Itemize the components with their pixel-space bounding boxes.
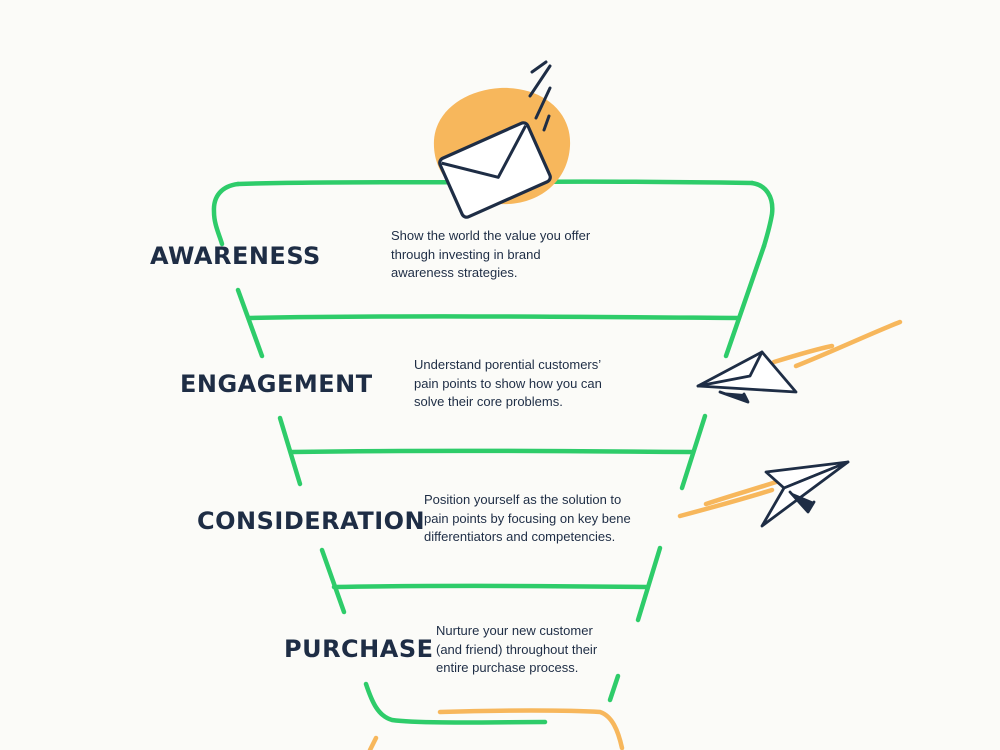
funnel-top-right-corner bbox=[749, 180, 775, 249]
description-line: through investing in brand bbox=[391, 246, 541, 262]
bottom-accent-strokes bbox=[367, 708, 625, 750]
divider-2 bbox=[289, 448, 695, 455]
funnel-left-wall-4 bbox=[363, 681, 548, 725]
stage-description-purchase: Nurture your new customer (and friend) t… bbox=[436, 622, 597, 678]
stage-title-awareness: AWARENESS bbox=[150, 242, 321, 270]
description-line: pain points to show how you can bbox=[414, 375, 602, 391]
description-line: solve their core problems. bbox=[414, 394, 563, 409]
funnel-left-wall-1 bbox=[235, 287, 265, 359]
divider-3 bbox=[331, 583, 649, 590]
description-line: Show the world the value you offer bbox=[391, 228, 591, 243]
description-line: differentiators and competencies. bbox=[424, 529, 616, 544]
paper-plane-icon bbox=[677, 460, 850, 528]
funnel-right-wall-1 bbox=[723, 243, 767, 359]
stage-title-engagement: ENGAGEMENT bbox=[180, 370, 373, 398]
description-line: awareness strategies. bbox=[391, 265, 518, 280]
envelope-icon bbox=[433, 60, 571, 219]
funnel-top-left-corner bbox=[211, 181, 241, 247]
description-line: entire purchase process. bbox=[436, 660, 579, 675]
description-line: Position yourself as the solution to bbox=[424, 492, 622, 507]
funnel-right-wall-3 bbox=[635, 545, 663, 623]
stage-title-consideration: CONSIDERATION bbox=[197, 507, 426, 535]
description-line: pain points by focusing on key bene bbox=[424, 510, 631, 526]
stage-description-awareness: Show the world the value you offer throu… bbox=[391, 227, 590, 283]
description-line: Nurture your new customer bbox=[436, 623, 593, 638]
paper-plane-icon bbox=[696, 319, 903, 404]
stage-description-engagement: Understand porential customers’ pain poi… bbox=[414, 356, 602, 412]
stage-description-consideration: Position yourself as the solution to pai… bbox=[424, 491, 631, 547]
funnel-right-wall-4 bbox=[607, 673, 621, 703]
description-line: (and friend) throughout their bbox=[436, 641, 598, 657]
funnel-left-wall-3 bbox=[319, 547, 347, 615]
stage-title-purchase: PURCHASE bbox=[284, 635, 434, 663]
description-line: Understand porential customers’ bbox=[414, 357, 602, 372]
funnel-outline bbox=[211, 179, 775, 725]
divider-1 bbox=[247, 314, 741, 321]
